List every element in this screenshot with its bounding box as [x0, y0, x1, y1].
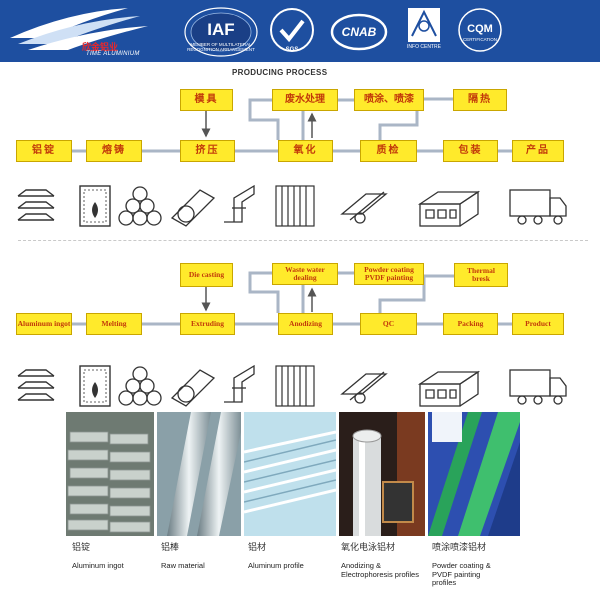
step-packing-cn: 包装 [443, 140, 498, 162]
iaf-globe-icon [184, 7, 258, 57]
step-ingot-cn: 铝锭 [16, 140, 72, 162]
iaf-label: IAF [207, 20, 235, 39]
photo-aluminum-profile [244, 412, 336, 536]
cnab-label: CNAB [341, 25, 377, 39]
step-ingot-en: Aluminum ingot [16, 313, 72, 335]
info-centre-label: INFO CENTRE [407, 44, 441, 50]
step-qc-cn: 质检 [360, 140, 417, 162]
qc-caliper-icon [340, 371, 388, 404]
product-caption-cn-3: 铝材 [248, 543, 267, 553]
billets-icon [118, 186, 162, 226]
step-die-cn: 模具 [180, 89, 233, 111]
product-caption-en-3: Aluminum profile [248, 561, 304, 570]
step-waste-en: Waste water dealing [272, 263, 338, 285]
company-logo: 欣金铝业 TIME ALUMINIUM [8, 4, 173, 60]
packed-profiles-icon [417, 190, 481, 227]
qc-caliper-icon [340, 191, 388, 224]
cnab-ring-icon [330, 13, 388, 51]
packed-profiles-icon [417, 370, 481, 407]
extruder-icon [170, 369, 216, 407]
photo-anodizing-profiles [339, 412, 425, 536]
photo-raw-material [157, 412, 241, 536]
cqm-badge: CQM CERTIFICATION [454, 6, 506, 58]
product-caption-en-5: Powder coating & PVDF painting profiles [432, 561, 491, 588]
step-coating-cn: 喷涂、喷漆 [354, 89, 424, 111]
cqm-label: CQM [467, 23, 493, 35]
ingots-icon [17, 369, 55, 401]
profile-icon [224, 364, 255, 403]
step-die-en: Die casting [180, 263, 233, 287]
photo-powder-coating-profiles [428, 412, 520, 536]
cnab-badge: CNAB [328, 6, 390, 58]
step-melting-cn: 熔铸 [86, 140, 142, 162]
step-qc-en: QC [360, 313, 417, 335]
wing-logo-icon [10, 8, 148, 50]
billets-icon [118, 366, 162, 406]
product-caption-en-2: Raw material [161, 561, 205, 570]
iaf-subtext: MEMBER OF MULTILATERAL RECOGNITION ARRAN… [187, 42, 255, 52]
step-thermal-en: Thermal bresk [454, 263, 508, 287]
product-caption-cn-1: 铝锭 [72, 543, 91, 553]
truck-icon [509, 369, 567, 405]
cqm-subtext: CERTIFICATION [462, 37, 498, 42]
photo-aluminum-ingot [66, 412, 154, 536]
step-anodizing-en: Anodizing [278, 313, 333, 335]
logo-english-name: TIME ALUMINIUM [86, 51, 140, 57]
sgs-seal-icon [270, 8, 314, 52]
product-caption-cn-5: 喷涂喷漆铝材 [432, 543, 487, 553]
extruder-icon [170, 189, 216, 227]
sgs-badge: SGS [266, 6, 318, 58]
cqm-ring-icon [458, 8, 502, 52]
info-centre-icon [408, 8, 440, 42]
process-icons-row-top [17, 184, 567, 227]
step-waste-cn: 废水处理 [272, 89, 338, 111]
step-melting-en: Melting [86, 313, 142, 335]
product-caption-cn-4: 氧化电泳铝材 [341, 543, 396, 553]
section-divider [18, 240, 588, 241]
info-centre-badge: INFO CENTRE [404, 6, 444, 58]
product-caption-cn-2: 铝棒 [161, 543, 180, 553]
ingots-icon [17, 189, 55, 221]
step-product-en: Product [512, 313, 564, 335]
iaf-badge: IAF MEMBER OF MULTILATERAL RECOGNITION A… [183, 6, 259, 58]
step-extruding-cn: 挤压 [180, 140, 235, 162]
step-product-cn: 产品 [512, 140, 564, 162]
anodizing-tank-icon [275, 365, 315, 407]
process-icons-row-bottom [17, 364, 567, 407]
header-banner: 欣金铝业 TIME ALUMINIUM IAF MEMBER OF MULTIL… [0, 0, 600, 62]
sgs-label: SGS [285, 47, 299, 53]
process-title: PRODUCING PROCESS [232, 68, 328, 77]
step-coating-en: Powder coating PVDF painting [354, 263, 424, 285]
anodizing-tank-icon [275, 185, 315, 227]
logo-chinese-name: 欣金铝业 [82, 43, 119, 53]
step-anodizing-cn: 氧化 [278, 140, 333, 162]
truck-icon [509, 189, 567, 225]
profile-icon [224, 184, 255, 223]
product-caption-en-1: Aluminum ingot [72, 561, 124, 570]
step-packing-en: Packing [443, 313, 498, 335]
step-thermal-cn: 隔热 [453, 89, 507, 111]
furnace-icon [79, 365, 111, 407]
product-caption-en-4: Anodizing & Electrophoresis profiles [341, 561, 419, 579]
step-extruding-en: Extruding [180, 313, 235, 335]
furnace-icon [79, 185, 111, 227]
